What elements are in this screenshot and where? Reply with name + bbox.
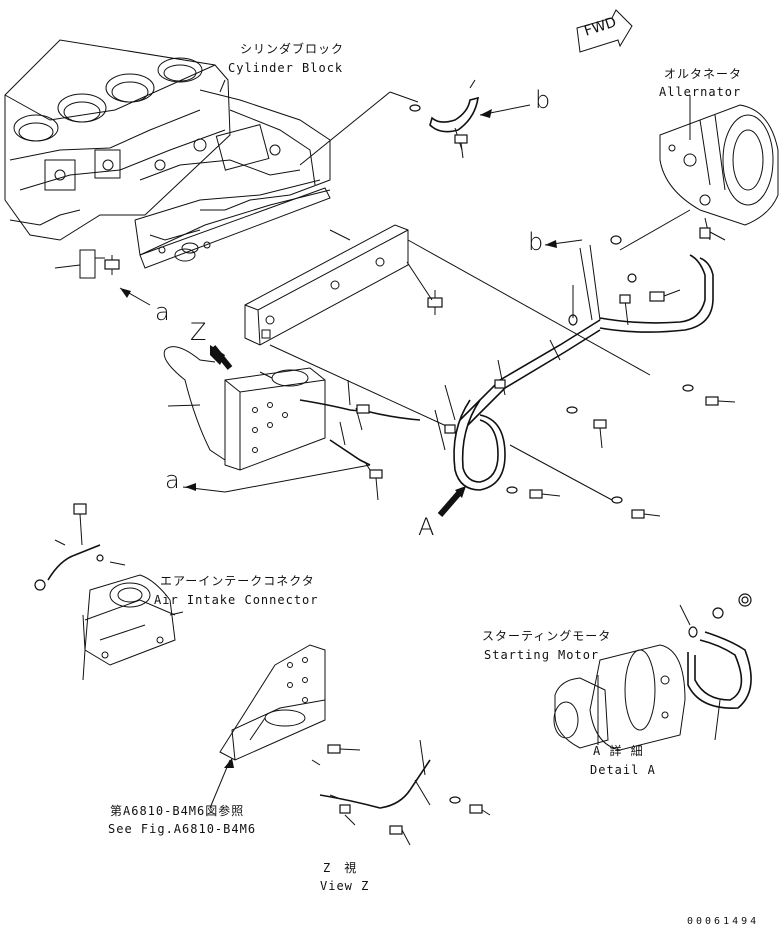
detail-a-label-jp: A 詳 細	[593, 744, 644, 758]
air-intake-label-jp: エアーインテークコネクタ	[160, 574, 315, 588]
air-intake-connector-drawing	[82, 574, 184, 681]
view-z-label-jp: Z 視	[323, 861, 358, 875]
drawing-code: 00061494	[687, 916, 760, 927]
air-intake-bolts	[34, 503, 126, 591]
cylinder-block-label-jp: シリンダブロック	[240, 42, 345, 56]
see-fig-label-jp: 第A6810-B4M6図参照	[110, 804, 245, 818]
see-fig-label-en: See Fig.A6810-B4M6	[108, 822, 257, 836]
callout-b-mid: b	[528, 228, 544, 256]
starter-cable	[434, 319, 601, 491]
callout-b-top: b	[535, 86, 551, 114]
fwd-arrow-icon	[576, 9, 633, 53]
z-bracket-plate	[163, 346, 326, 471]
view-z-plate-drawing	[219, 644, 326, 761]
hose-fitting-b-top	[409, 79, 531, 159]
starting-motor-label-jp: スターティングモータ	[482, 629, 612, 643]
view-z-wiring	[311, 739, 491, 846]
small-bracket	[54, 249, 105, 279]
callout-big-a: A	[418, 513, 435, 541]
alternator-label-en: Allernator	[659, 85, 742, 99]
callout-a-top: a	[155, 298, 170, 326]
air-intake-label-en: Air Intake Connector	[154, 593, 319, 607]
gasket-plate	[139, 187, 331, 269]
cylinder-block-drawing	[4, 39, 331, 262]
view-z-label-en: View Z	[320, 879, 370, 893]
starting-motor-drawing	[553, 593, 752, 751]
bracket-plate	[244, 224, 409, 346]
alternator-cable	[568, 209, 726, 333]
starting-motor-label-en: Startinɡ Motor	[484, 648, 600, 662]
cylinder-block-label-en: Cylinder Block	[228, 61, 344, 75]
alternator-drawing	[659, 104, 779, 241]
mid-bolts	[506, 384, 736, 519]
bolts	[104, 255, 443, 315]
wiring-harness	[299, 379, 421, 501]
detail-a-label-en: Detail A	[590, 763, 656, 777]
callout-z: Z	[190, 318, 207, 346]
callout-a-bottom: a	[165, 466, 180, 494]
alternator-label-jp: オルタネータ	[664, 67, 743, 81]
